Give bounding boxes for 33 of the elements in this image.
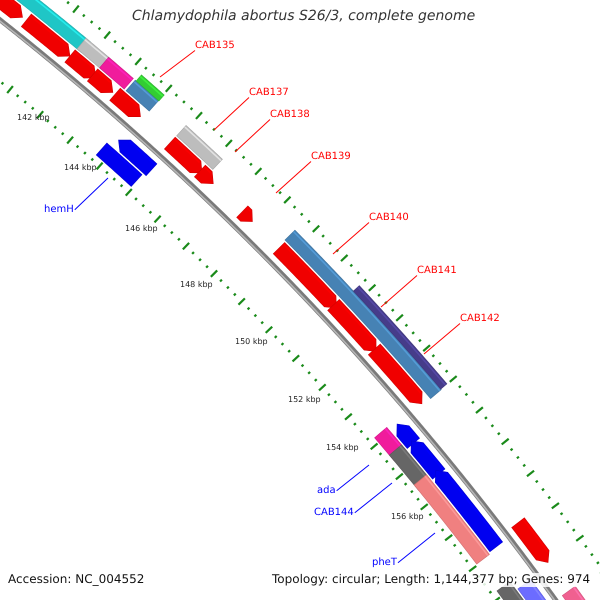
gene-label: CAB137: [249, 87, 289, 98]
scale-label: 154 kbp: [326, 443, 359, 452]
gene-label: CAB144: [314, 507, 354, 518]
leader-line: [336, 464, 370, 492]
gene-label: ada: [317, 485, 336, 496]
leader-line: [160, 50, 196, 78]
map-title: Chlamydophila abortus S26/3, complete genome: [132, 8, 476, 24]
scale-label: 144 kbp: [64, 163, 97, 172]
leader-line: [354, 482, 392, 514]
scale-label: 146 kbp: [125, 224, 158, 234]
scale-label: 152 kbp: [288, 395, 321, 404]
genome-summary-text: Topology: circular; Length: 1,144,377 bp; Genes: 974: [270, 573, 592, 587]
leader-line: [276, 161, 312, 194]
leader-line: [234, 119, 270, 152]
gene-label: CAB138: [270, 109, 310, 120]
leader-line: [380, 275, 418, 308]
gene-label: CAB140: [369, 212, 409, 224]
scale-label: 142 kbp: [17, 113, 50, 122]
leader-line: [74, 178, 108, 210]
gene-label: CAB139: [311, 151, 351, 162]
scale-label: 148 kbp: [180, 280, 213, 290]
scale-label: 156 kbp: [391, 512, 424, 522]
gene-label: hemH: [44, 204, 74, 216]
leader-line: [424, 323, 460, 354]
leader-line: [397, 532, 436, 564]
gene-label: CAB142: [460, 313, 500, 324]
gene-label: CAB141: [417, 265, 457, 276]
gene-label: CAB135: [195, 40, 235, 52]
leader-line: [214, 97, 250, 130]
leader-line: [332, 222, 370, 254]
gene-label: pheT: [372, 557, 397, 568]
scale-label: 150 kbp: [235, 337, 268, 346]
accession-text: Accession: NC_004552: [6, 573, 146, 587]
